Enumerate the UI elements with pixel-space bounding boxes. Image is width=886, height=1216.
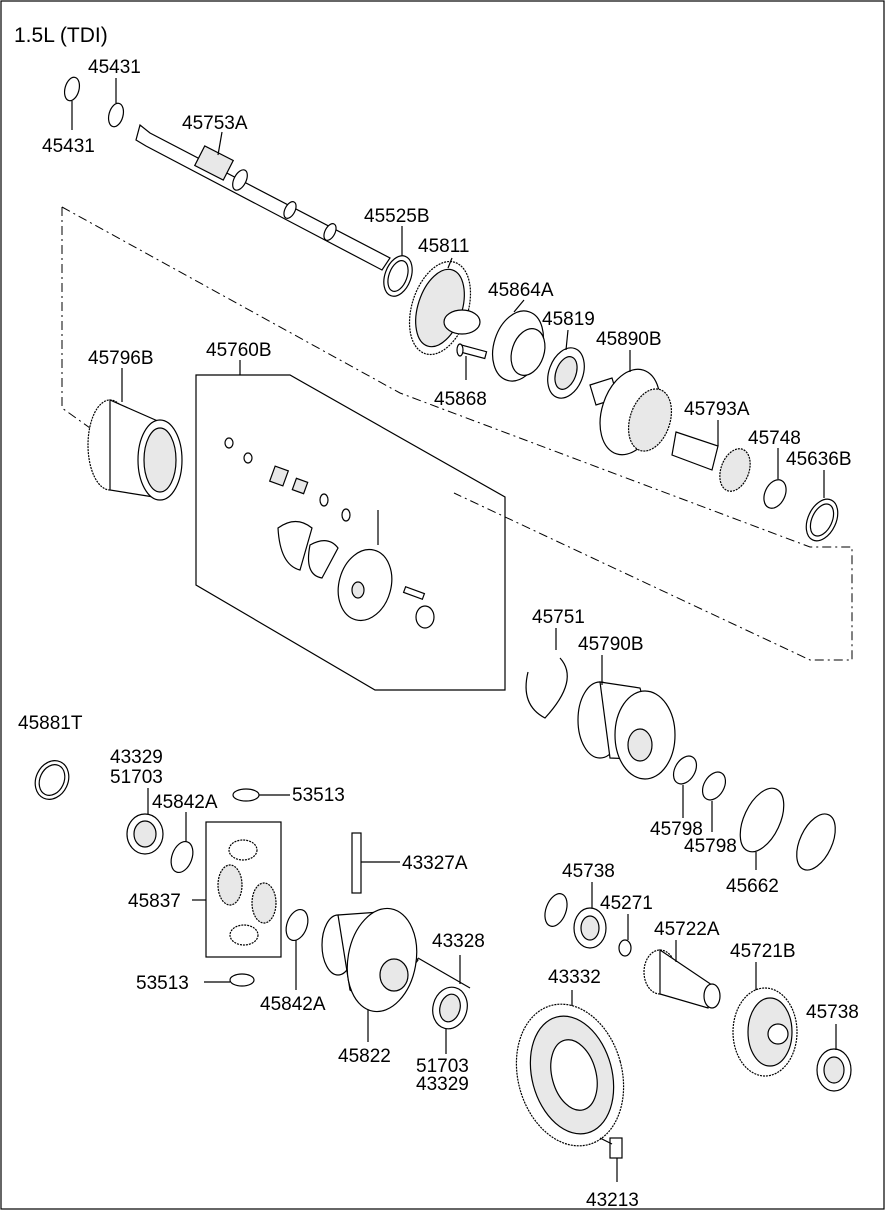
label-bearing-45819: 45819 xyxy=(542,309,595,330)
label-clip-45751: 45751 xyxy=(532,607,585,628)
hub-45864a-part xyxy=(492,299,546,382)
label-washer-45842a-bottom: 45842A xyxy=(260,994,326,1015)
ring-45662-part xyxy=(739,787,836,871)
carrier-45890b-part xyxy=(589,350,673,456)
label-bearing-left-b: 51703 xyxy=(110,767,163,788)
pin-43328-part xyxy=(417,955,471,989)
label-gear-45721b: 45721B xyxy=(730,941,796,962)
label-bolt-43213: 43213 xyxy=(586,1190,639,1211)
label-output-shaft: 45753A xyxy=(182,113,248,134)
washer-45842a-top-part xyxy=(170,812,194,874)
case-45822-part xyxy=(321,907,419,1042)
label-bearing-left-a: 43329 xyxy=(110,747,163,768)
snap-ring-b-part xyxy=(107,78,125,128)
washer-45525b-part xyxy=(383,226,413,297)
label-washer-53513-bottom: 53513 xyxy=(136,973,189,994)
label-pin-43328: 43328 xyxy=(432,931,485,952)
label-ring-45798-b: 45798 xyxy=(684,836,737,857)
diagram-title: 1.5L (TDI) xyxy=(14,24,108,47)
gear-set-45837-part xyxy=(192,821,282,958)
bearing-left-part xyxy=(126,788,164,855)
snap-ring-a-part xyxy=(63,76,81,130)
label-ring-45881t: 45881T xyxy=(18,713,83,734)
label-bearing-right-b: 43329 xyxy=(416,1074,469,1095)
label-gear-45811: 45811 xyxy=(418,236,469,257)
label-shaft-45793a: 45793A xyxy=(684,399,750,420)
label-hub-45864a: 45864A xyxy=(488,280,554,301)
label-pin-43327a: 43327A xyxy=(402,853,468,874)
washer-45842a-bottom-part xyxy=(285,908,309,990)
pinion-45722a-part xyxy=(643,940,721,1009)
ring-45798-parts xyxy=(672,755,727,832)
label-case-45822: 45822 xyxy=(338,1046,391,1067)
drum-45796b-part xyxy=(87,368,183,501)
label-plug-45271: 45271 xyxy=(600,893,653,914)
bearing-45819-part xyxy=(547,329,585,399)
ring-45748-part xyxy=(763,448,787,509)
label-ring-45798-a: 45798 xyxy=(650,819,703,840)
shaft-45793a-part xyxy=(671,420,751,492)
label-snap-ring-b: 45431 xyxy=(42,136,95,157)
label-ring-45662: 45662 xyxy=(726,876,779,897)
ring-gear-43332-part xyxy=(515,990,625,1147)
gear-45721b-part xyxy=(732,962,798,1077)
label-bearing-45738-b: 45738 xyxy=(806,1002,859,1023)
kit-box-45760b xyxy=(195,374,506,691)
drum-45790b-part xyxy=(577,655,676,780)
label-ring-gear-43332: 43332 xyxy=(548,967,601,988)
ring-45881t-part xyxy=(34,760,70,800)
output-shaft-part xyxy=(135,123,391,271)
label-ring-45636b: 45636B xyxy=(786,449,852,470)
bearing-45738-b-part xyxy=(816,1024,852,1092)
washer-53513-top-part xyxy=(232,788,290,802)
label-bolt-45868: 45868 xyxy=(434,389,487,410)
bolt-45868-part xyxy=(456,343,488,380)
pin-43327a-part xyxy=(351,832,400,894)
plug-45271-part xyxy=(618,914,632,957)
part-labels: 45431 45431 45753A 45525B 45811 45864A 4… xyxy=(18,57,859,1211)
dash-line-left xyxy=(61,207,91,429)
label-bearing-right-a: 51703 xyxy=(416,1056,469,1077)
label-washer-45842a-top: 45842A xyxy=(152,792,218,813)
bearing-right-part xyxy=(432,986,468,1054)
label-kit-45760b: 45760B xyxy=(206,340,272,361)
label-washer-53513-top: 53513 xyxy=(292,785,345,806)
label-pinion-45722a: 45722A xyxy=(654,919,720,940)
kit-45760b-parts xyxy=(224,360,435,629)
label-bearing-45738-a: 45738 xyxy=(562,861,615,882)
ring-45636b-part xyxy=(805,470,839,542)
label-drum-45796b: 45796B xyxy=(88,348,154,369)
label-gear-set-45837: 45837 xyxy=(128,891,181,912)
label-carrier-45890b: 45890B xyxy=(596,329,662,350)
label-snap-ring-a: 45431 xyxy=(88,57,141,78)
clip-45751-part xyxy=(525,628,568,719)
bearing-45738-a-part xyxy=(544,882,607,949)
washer-53513-bottom-part xyxy=(204,973,255,987)
label-washer-45525b: 45525B xyxy=(364,206,430,227)
label-ring-45748: 45748 xyxy=(748,428,801,449)
dash-line-main xyxy=(61,206,853,661)
bolt-43213-part xyxy=(599,1137,623,1182)
label-drum-45790b: 45790B xyxy=(578,634,644,655)
gear-45811-part xyxy=(408,257,481,356)
